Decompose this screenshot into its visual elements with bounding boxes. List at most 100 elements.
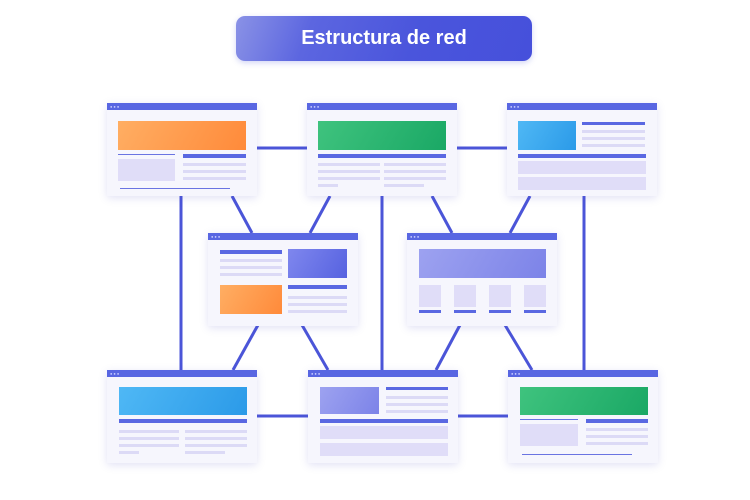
text-line	[119, 430, 179, 433]
link	[508, 195, 532, 234]
text-line	[384, 184, 424, 187]
window-dots-icon: ●●●	[511, 371, 522, 376]
diagram-title: Estructura de red	[236, 16, 532, 61]
heading-bar	[386, 387, 448, 390]
content-block	[320, 443, 448, 456]
text-line	[288, 303, 347, 306]
window-dots-icon: ●●●	[510, 104, 521, 109]
text-line	[119, 437, 179, 440]
text-line	[120, 188, 230, 189]
browser-bar: ●●●	[307, 103, 457, 110]
text-line	[318, 163, 380, 166]
heading-bar	[489, 310, 511, 313]
text-line	[185, 444, 247, 447]
text-line	[522, 454, 632, 455]
text-line	[288, 296, 347, 299]
content-block	[454, 285, 476, 307]
window-dots-icon: ●●●	[110, 371, 121, 376]
text-line	[118, 154, 175, 155]
content-block	[489, 285, 511, 307]
text-line	[520, 419, 578, 420]
text-line	[384, 163, 446, 166]
content-block	[288, 249, 347, 278]
text-line	[183, 170, 246, 173]
text-line	[183, 163, 246, 166]
text-line	[384, 177, 446, 180]
heading-bar	[518, 154, 646, 158]
text-line	[119, 451, 139, 454]
heading-bar	[320, 419, 448, 423]
browser-bar: ●●●	[508, 370, 658, 377]
content-block	[518, 177, 646, 190]
hero-block	[318, 121, 446, 150]
text-line	[318, 177, 380, 180]
heading-bar	[524, 310, 546, 313]
browser-bar: ●●●	[107, 103, 257, 110]
window-dots-icon: ●●●	[311, 371, 322, 376]
text-line	[586, 442, 648, 445]
text-line	[220, 273, 282, 276]
link	[230, 195, 254, 234]
browser-bar: ●●●	[208, 233, 358, 240]
heading-bar	[586, 419, 648, 423]
text-line	[220, 266, 282, 269]
hero-block	[119, 387, 247, 415]
webpage-node: ●●●	[307, 103, 457, 196]
text-line	[582, 130, 645, 133]
heading-bar	[582, 122, 645, 125]
text-line	[586, 435, 648, 438]
heading-bar	[183, 154, 246, 158]
content-block	[419, 249, 546, 278]
browser-bar: ●●●	[507, 103, 657, 110]
content-block	[320, 387, 379, 414]
text-line	[185, 437, 247, 440]
text-line	[586, 428, 648, 431]
window-dots-icon: ●●●	[310, 104, 321, 109]
text-line	[386, 403, 448, 406]
text-line	[386, 396, 448, 399]
text-line	[119, 444, 179, 447]
window-dots-icon: ●●●	[211, 234, 222, 239]
link	[308, 195, 332, 234]
hero-block	[118, 121, 246, 150]
link	[231, 324, 260, 371]
link	[503, 324, 534, 371]
content-block	[520, 424, 578, 446]
window-dots-icon: ●●●	[410, 234, 421, 239]
text-line	[183, 177, 246, 180]
heading-bar	[318, 154, 446, 158]
webpage-node: ●●●	[107, 103, 257, 196]
hero-block	[518, 121, 576, 150]
content-block	[220, 285, 282, 314]
content-block	[320, 426, 448, 439]
heading-bar	[419, 310, 441, 313]
window-dots-icon: ●●●	[110, 104, 121, 109]
link	[434, 324, 462, 371]
link	[300, 324, 330, 371]
text-line	[582, 144, 645, 147]
webpage-node: ●●●	[407, 233, 557, 326]
heading-bar	[220, 250, 282, 254]
webpage-node: ●●●	[308, 370, 458, 463]
text-line	[185, 430, 247, 433]
content-block	[419, 285, 441, 307]
heading-bar	[119, 419, 247, 423]
text-line	[185, 451, 225, 454]
hero-block	[520, 387, 648, 415]
text-line	[288, 310, 347, 313]
webpage-node: ●●●	[208, 233, 358, 326]
text-line	[318, 184, 338, 187]
browser-bar: ●●●	[407, 233, 557, 240]
text-line	[582, 137, 645, 140]
content-block	[524, 285, 546, 307]
content-block	[118, 159, 175, 181]
browser-bar: ●●●	[308, 370, 458, 377]
text-line	[386, 410, 448, 413]
webpage-node: ●●●	[107, 370, 257, 463]
webpage-node: ●●●	[507, 103, 657, 196]
text-line	[220, 259, 282, 262]
link	[430, 195, 454, 234]
text-line	[384, 170, 446, 173]
text-line	[318, 170, 380, 173]
